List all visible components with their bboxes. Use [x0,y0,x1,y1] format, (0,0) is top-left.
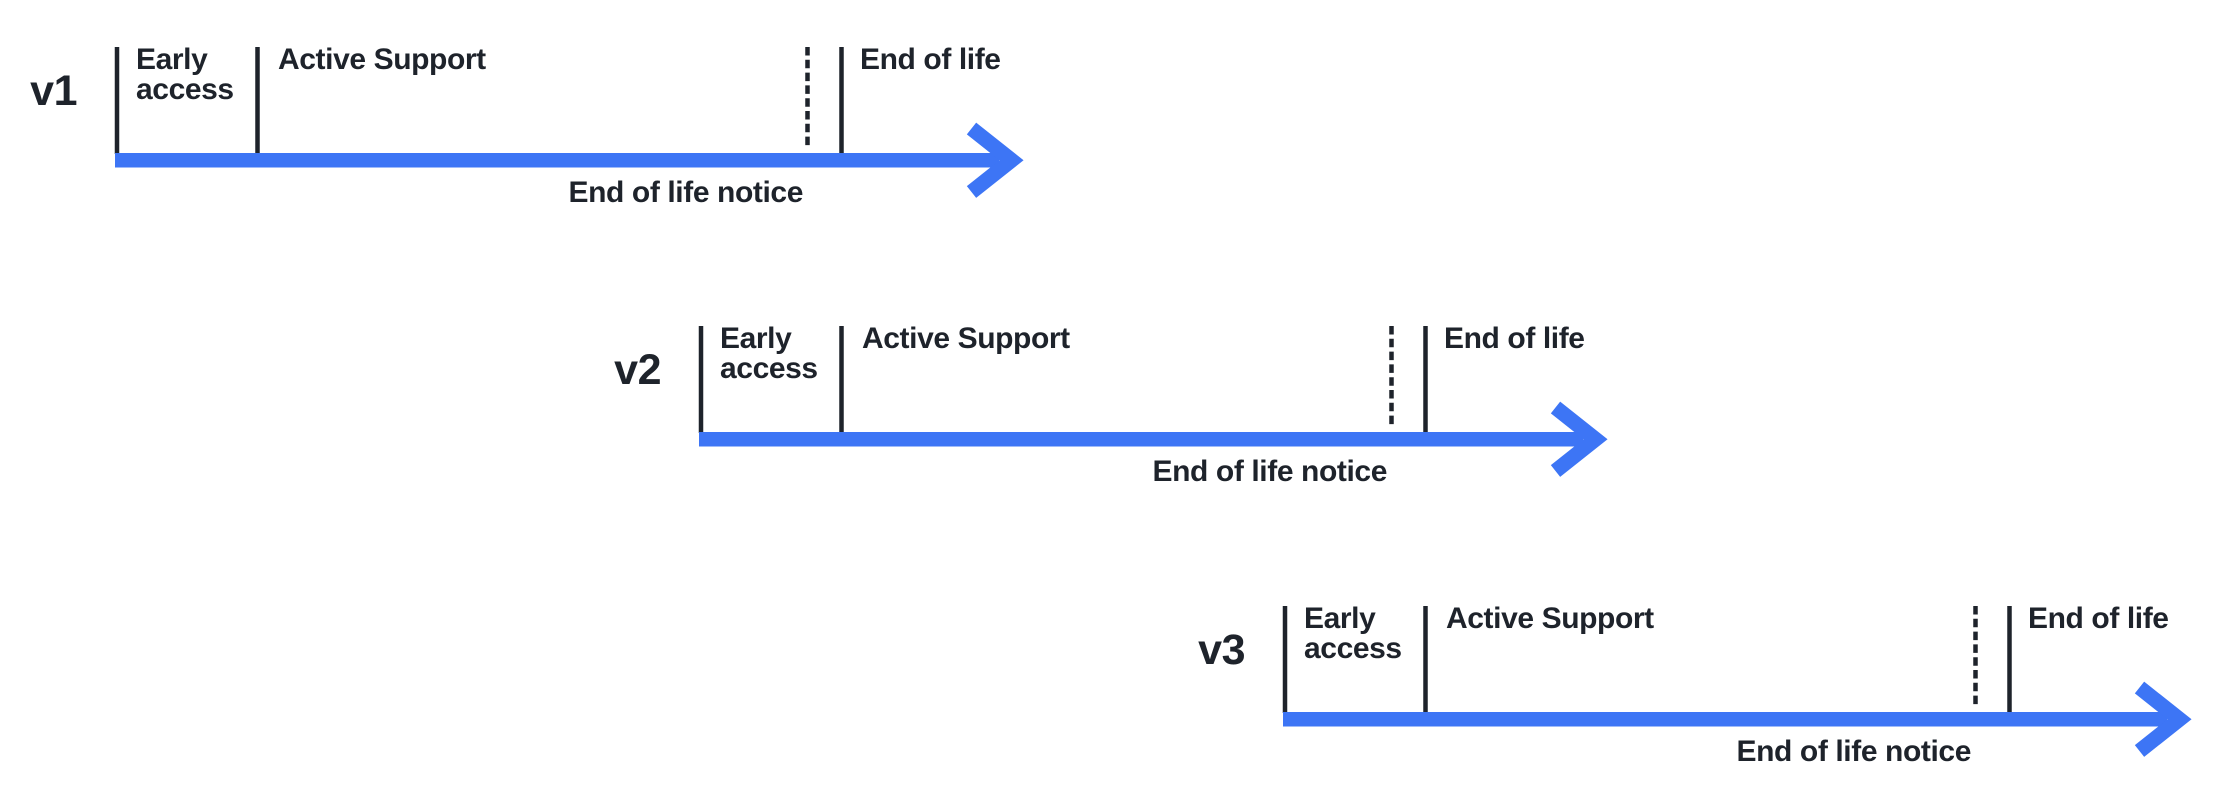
arrowhead-icon [1550,401,1608,477]
version-label: v1 [30,67,77,115]
end-of-life-notice-label: End of life notice [568,176,804,209]
timeline-row-v1: v1 Early access Active Support End of li… [30,43,1077,237]
end-of-life-label: End of life [2028,602,2169,635]
end-of-life-label: End of life [860,43,1001,76]
timeline-bar [115,153,999,168]
arrowhead-icon [966,122,1024,198]
active-support-label: Active Support [862,322,1070,355]
early-access-label: Early access [136,43,234,106]
timeline-graphic [114,47,1024,198]
timeline-row-v3: v3 Early access Active Support End of li… [1198,602,2228,796]
end-of-life-notice-label: End of life notice [1152,455,1388,488]
timeline-graphic [1282,606,2192,757]
active-support-label: Active Support [278,43,486,76]
timeline-bar [1283,712,2167,727]
active-support-label: Active Support [1446,602,1654,635]
version-label: v2 [614,346,661,394]
early-access-label: Early access [1304,602,1402,665]
version-label: v3 [1198,626,1245,674]
timeline-graphic [698,326,1608,477]
timeline-bar [699,432,1583,447]
end-of-life-label: End of life [1444,322,1585,355]
timeline-row-v2: v2 Early access Active Support End of li… [614,322,1661,516]
arrowhead-icon [2134,681,2192,757]
early-access-label: Early access [720,322,818,385]
end-of-life-notice-label: End of life notice [1736,735,1972,768]
